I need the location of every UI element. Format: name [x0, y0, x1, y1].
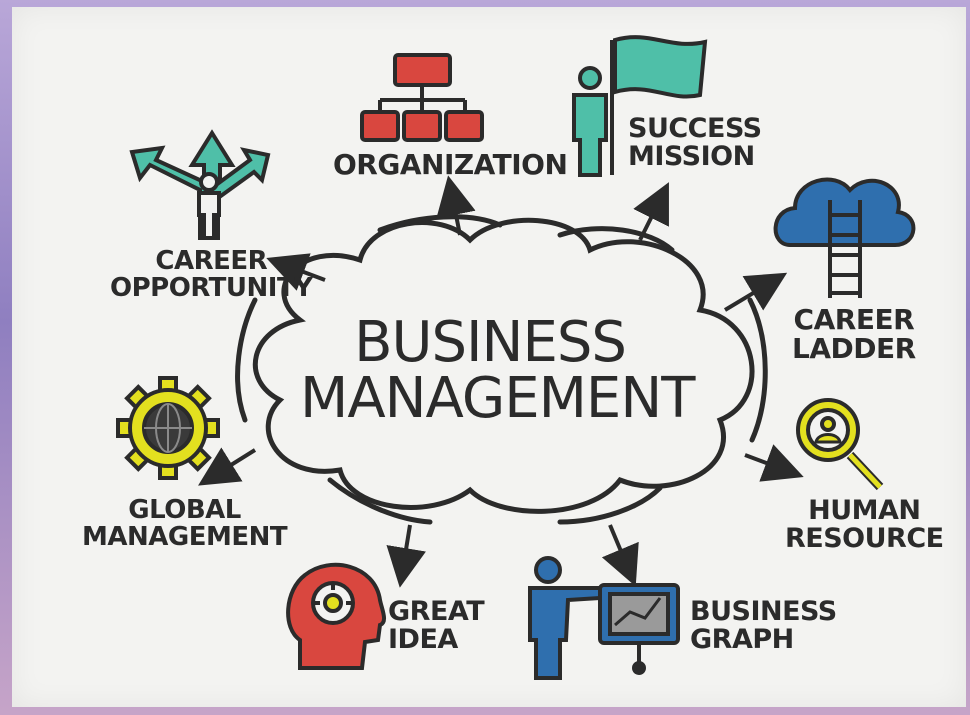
head-bulb-icon: [286, 562, 387, 670]
node-career-ladder: CAREER LADDER: [792, 305, 916, 364]
node-global-management: GLOBAL MANAGEMENT: [82, 495, 288, 553]
node-business-graph: BUSINESS GRAPH: [690, 596, 837, 656]
node-label-line2: IDEA: [388, 624, 458, 656]
connector-arrows: [198, 175, 804, 588]
node-label-line1: HUMAN: [808, 495, 921, 526]
node-label-line1: GREAT: [388, 596, 485, 627]
node-career-opportunity: CAREER OPPORTUNITY: [110, 246, 313, 304]
flag-person-icon: [572, 35, 708, 177]
node-label-line1: BUSINESS: [690, 596, 837, 627]
node-human-resource: HUMAN RESOURCE: [785, 495, 944, 555]
gear-globe-icon: [116, 376, 220, 480]
central-topic-line1: BUSINESS: [354, 310, 627, 375]
node-label-line1: SUCCESS: [628, 113, 762, 144]
central-topic: BUSINESS MANAGEMENT: [300, 310, 695, 431]
node-great-idea: GREAT IDEA: [388, 596, 485, 656]
node-label-line1: CAREER: [155, 246, 268, 276]
node-label-line2: RESOURCE: [785, 523, 944, 555]
node-organization: ORGANIZATION: [333, 148, 568, 181]
org-chart-icon: [360, 53, 484, 142]
node-label-line1: CAREER: [793, 303, 915, 336]
node-label-line2: MANAGEMENT: [82, 522, 288, 553]
magnifier-person-icon: [796, 398, 884, 491]
cloud-ladder-icon: [773, 177, 916, 298]
crossroads-arrows-icon: [129, 129, 271, 240]
node-label-line2: MISSION: [628, 141, 755, 173]
whiteboard: [12, 7, 966, 707]
node-label-line1: GLOBAL: [128, 495, 241, 525]
node-success-mission: SUCCESS MISSION: [628, 113, 762, 173]
node-label-line2: GRAPH: [690, 624, 794, 656]
node-label-line2: LADDER: [792, 332, 916, 366]
node-label: ORGANIZATION: [333, 148, 568, 181]
central-cloud: [235, 214, 768, 525]
presenter-graph-icon: [528, 556, 680, 680]
central-topic-line2: MANAGEMENT: [300, 366, 695, 431]
node-label-line2: OPPORTUNITY: [110, 273, 313, 304]
